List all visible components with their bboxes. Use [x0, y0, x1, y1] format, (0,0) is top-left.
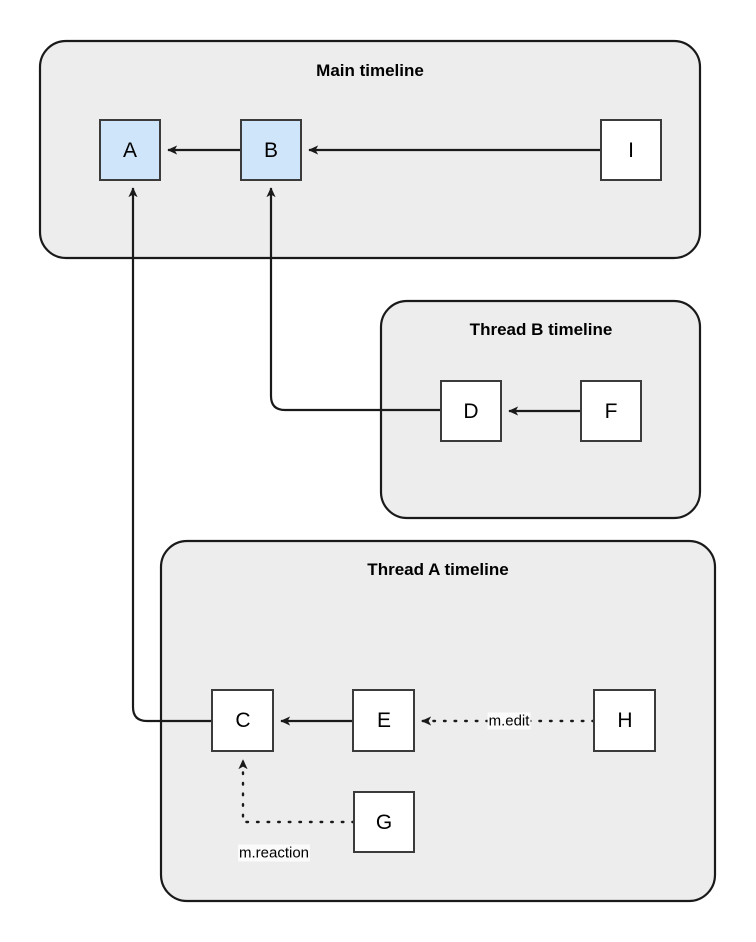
node-box-g	[353, 791, 415, 853]
edge-d-to-b	[266, 187, 441, 412]
edge-c-to-a	[128, 187, 212, 723]
node-box-f	[580, 380, 642, 442]
edge-label-m-reaction: m.reaction	[237, 844, 311, 862]
node-label-a: A	[122, 139, 138, 162]
node-H	[593, 689, 656, 752]
node-D	[440, 380, 502, 442]
node-label-e: E	[376, 709, 392, 732]
node-box-a	[99, 119, 161, 181]
group-title-thread-a: Thread A timeline	[367, 560, 509, 579]
node-E	[352, 689, 415, 752]
node-box-h	[593, 689, 656, 752]
node-F	[580, 380, 642, 442]
edge-label-m-edit: m.edit	[487, 712, 531, 730]
node-B	[240, 119, 302, 181]
group-title-main: Main timeline	[316, 61, 424, 80]
node-label-h: H	[617, 709, 633, 732]
node-box-e	[352, 689, 415, 752]
node-label-d: D	[463, 400, 479, 423]
node-label-f: F	[604, 400, 618, 423]
group-title-thread-b: Thread B timeline	[469, 320, 613, 339]
node-label-c: C	[235, 709, 251, 732]
node-box-c	[211, 689, 274, 752]
node-box-i	[600, 119, 662, 181]
node-label-b: B	[263, 139, 279, 162]
node-box-d	[440, 380, 502, 442]
node-A	[99, 119, 161, 181]
node-G	[353, 791, 415, 853]
node-C	[211, 689, 274, 752]
node-box-b	[240, 119, 302, 181]
node-label-i: I	[628, 139, 634, 162]
node-I	[600, 119, 662, 181]
node-label-g: G	[375, 811, 393, 834]
